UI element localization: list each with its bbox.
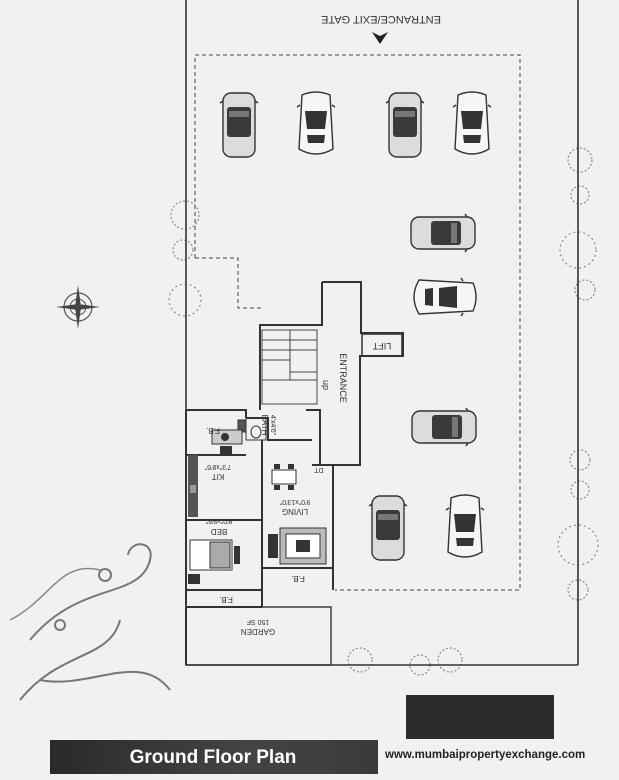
living-furniture xyxy=(268,527,327,565)
kitchen-fixtures xyxy=(188,429,243,517)
kit-size: 7'3"x8'6" xyxy=(204,463,231,470)
car xyxy=(411,407,477,447)
garden-label: GARDEN xyxy=(241,627,275,636)
bath-size: 4'x4'6" xyxy=(269,415,276,436)
parking-boundary xyxy=(194,54,521,591)
dt-label: DT xyxy=(314,466,324,473)
fb-bottom-label: F.B. xyxy=(219,595,233,604)
compass-icon xyxy=(56,285,100,329)
decorative-ornaments xyxy=(9,147,599,701)
fb-top-label: F.B. xyxy=(206,426,220,435)
car xyxy=(368,495,408,561)
car xyxy=(410,213,476,253)
car xyxy=(445,494,485,558)
entrance-label: ENTRANCE xyxy=(338,353,348,403)
room-labels: ENTRANCE LIFT up BATH 4'x4'6" F.B. KIT 7… xyxy=(204,341,391,636)
dining-table xyxy=(271,464,297,490)
entrance-gate: ENTRANCE/EXIT GATE xyxy=(321,13,441,44)
website-link[interactable]: www.mumbaipropertyexchange.com xyxy=(385,749,586,761)
gate-arrow-icon xyxy=(372,32,388,44)
living-size: 9'0"x13'0" xyxy=(279,498,310,505)
bed-size: 9'0"x9'6" xyxy=(205,517,232,524)
page-title: Ground Floor Plan xyxy=(129,747,297,768)
bed-furniture xyxy=(188,539,240,584)
garden-area xyxy=(185,606,332,666)
living-label: LIVING xyxy=(282,507,308,516)
title-banner xyxy=(50,740,378,774)
entrance-gate-label: ENTRANCE/EXIT GATE xyxy=(321,13,441,25)
kit-label: KIT xyxy=(212,472,225,481)
car xyxy=(219,92,259,158)
bath-fixtures xyxy=(237,417,267,441)
up-label: up xyxy=(321,380,331,390)
lift-shaft xyxy=(361,333,403,357)
staircase xyxy=(261,329,318,405)
lift-label: LIFT xyxy=(372,341,391,351)
bath-label: BATH xyxy=(260,415,269,436)
fb-mid-label: F.B. xyxy=(291,574,305,583)
bed-label: BED xyxy=(211,527,228,536)
car xyxy=(452,91,492,155)
car xyxy=(385,92,425,158)
dark-placeholder-box xyxy=(406,695,554,739)
car xyxy=(296,91,336,155)
car xyxy=(413,277,477,317)
garden-size: 150 SF xyxy=(247,618,270,625)
